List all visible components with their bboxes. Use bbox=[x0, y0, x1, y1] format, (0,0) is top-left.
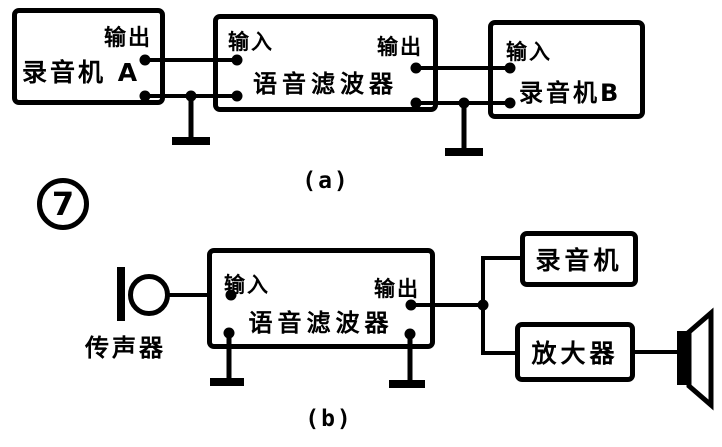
block-label-recorder-b: 录音机B bbox=[519, 79, 622, 107]
ground-icon bbox=[445, 148, 483, 156]
ground-icon bbox=[188, 96, 194, 140]
block-label-recorder-a: 录音机 A bbox=[22, 58, 141, 87]
ground-icon bbox=[407, 334, 413, 382]
block-recorder: 录音机 bbox=[520, 231, 638, 287]
port-label-output: 输出 bbox=[374, 277, 420, 301]
figure-number-badge: 7 bbox=[37, 178, 89, 230]
block-amplifier: 放大器 bbox=[515, 322, 635, 382]
wire-amp-speaker bbox=[635, 350, 678, 354]
block-label-filter-b: 语音滤波器 bbox=[248, 309, 394, 337]
microphone-icon bbox=[117, 267, 125, 321]
wire-mic bbox=[166, 293, 231, 297]
caption-b: (b) bbox=[305, 406, 353, 432]
speaker-icon bbox=[686, 307, 714, 411]
ground-icon bbox=[389, 380, 425, 388]
block-filter-a: 输入 输出 语音滤波器 bbox=[213, 14, 438, 112]
wire-trunk bbox=[481, 256, 485, 355]
port-label-output: 输出 bbox=[377, 35, 423, 59]
wire-a-upper bbox=[145, 58, 237, 62]
ground-icon bbox=[461, 103, 467, 149]
terminal-dot bbox=[231, 54, 243, 66]
wire-b-upper bbox=[416, 66, 510, 70]
terminal-dot bbox=[139, 54, 151, 66]
port-label-input: 输入 bbox=[228, 30, 274, 54]
speaker-icon bbox=[677, 331, 689, 385]
block-label-recorder: 录音机 bbox=[535, 246, 623, 275]
terminal-dot bbox=[231, 90, 243, 102]
wire-to-amplifier bbox=[481, 351, 517, 355]
terminal-dot bbox=[410, 97, 422, 109]
port-label-input: 输入 bbox=[506, 40, 552, 64]
caption-a: (a) bbox=[302, 168, 350, 194]
ground-icon bbox=[226, 333, 232, 380]
microphone-icon bbox=[128, 274, 170, 316]
block-label-amplifier: 放大器 bbox=[531, 339, 619, 368]
terminal-dot bbox=[504, 97, 516, 109]
terminal-dot bbox=[139, 90, 151, 102]
microphone-label: 传声器 bbox=[85, 334, 166, 362]
wire-to-recorder bbox=[481, 256, 522, 260]
terminal-dot bbox=[504, 62, 516, 74]
port-label-output: 输出 bbox=[103, 26, 152, 51]
block-filter-b: 输入 输出 语音滤波器 bbox=[207, 248, 435, 349]
wire-filter-out bbox=[411, 303, 483, 307]
ground-icon bbox=[172, 137, 210, 145]
ground-icon bbox=[210, 378, 244, 386]
block-label-filter-a: 语音滤波器 bbox=[253, 70, 398, 98]
terminal-dot bbox=[410, 62, 422, 74]
terminal-dot bbox=[225, 289, 237, 301]
